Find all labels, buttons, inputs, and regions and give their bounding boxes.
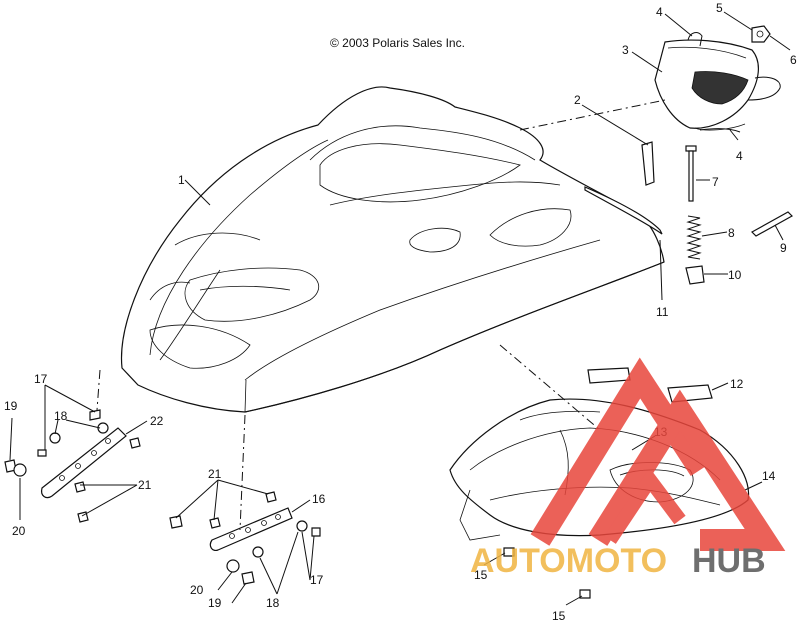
callout-14: 14 bbox=[762, 469, 776, 483]
callout-20-right: 20 bbox=[190, 583, 204, 597]
callout-11: 11 bbox=[656, 305, 669, 319]
callout-21-left: 21 bbox=[138, 478, 152, 492]
plug-part bbox=[503, 547, 591, 599]
callout-7: 7 bbox=[712, 175, 719, 189]
callout-1: 1 bbox=[178, 173, 185, 187]
spring-part bbox=[686, 215, 702, 260]
callout-2: 2 bbox=[574, 93, 581, 107]
bolt-part bbox=[685, 145, 697, 202]
callout-15-b: 15 bbox=[552, 609, 566, 623]
alignment-lines bbox=[96, 99, 666, 531]
clip-part-top bbox=[687, 32, 703, 47]
callout-12: 12 bbox=[730, 377, 744, 391]
strap-part bbox=[751, 211, 793, 237]
pad-part-small bbox=[587, 367, 631, 384]
right-bracket-assembly bbox=[169, 491, 321, 585]
nut-part bbox=[751, 25, 771, 43]
trim-strip bbox=[584, 186, 663, 235]
callout-5: 5 bbox=[716, 1, 723, 15]
callout-6: 6 bbox=[790, 53, 797, 67]
callout-22: 22 bbox=[150, 414, 164, 428]
callout-19-left: 19 bbox=[4, 399, 18, 413]
callout-19-right: 19 bbox=[208, 596, 222, 610]
cap-part bbox=[685, 265, 705, 285]
callout-21-right: 21 bbox=[208, 467, 222, 481]
windshield-part bbox=[654, 39, 781, 131]
watermark: AUTOMOTO HUB bbox=[470, 357, 786, 580]
left-bracket-assembly bbox=[4, 409, 141, 523]
callout-4-top: 4 bbox=[656, 5, 663, 19]
hood-part bbox=[120, 86, 665, 413]
bracket-part bbox=[641, 141, 655, 186]
callout-17-left: 17 bbox=[34, 372, 48, 386]
clip-part-lower bbox=[699, 128, 741, 133]
watermark-text-primary: AUTOMOTO bbox=[470, 542, 667, 580]
callout-16: 16 bbox=[312, 492, 326, 506]
callout-15-a: 15 bbox=[474, 568, 488, 582]
callout-18-left: 18 bbox=[54, 409, 68, 423]
callout-8: 8 bbox=[728, 226, 735, 240]
leader-lines bbox=[9, 11, 791, 606]
callout-10: 10 bbox=[728, 268, 742, 282]
callout-9: 9 bbox=[780, 241, 787, 255]
callout-4-lower: 4 bbox=[736, 149, 743, 163]
callout-17-right: 17 bbox=[310, 573, 324, 587]
watermark-logo bbox=[530, 357, 786, 551]
copyright-text: © 2003 Polaris Sales Inc. bbox=[330, 36, 465, 50]
watermark-text-secondary: HUB bbox=[692, 542, 766, 580]
callout-20-left: 20 bbox=[12, 524, 26, 538]
callout-3: 3 bbox=[622, 43, 629, 57]
callout-18-right: 18 bbox=[266, 596, 280, 610]
